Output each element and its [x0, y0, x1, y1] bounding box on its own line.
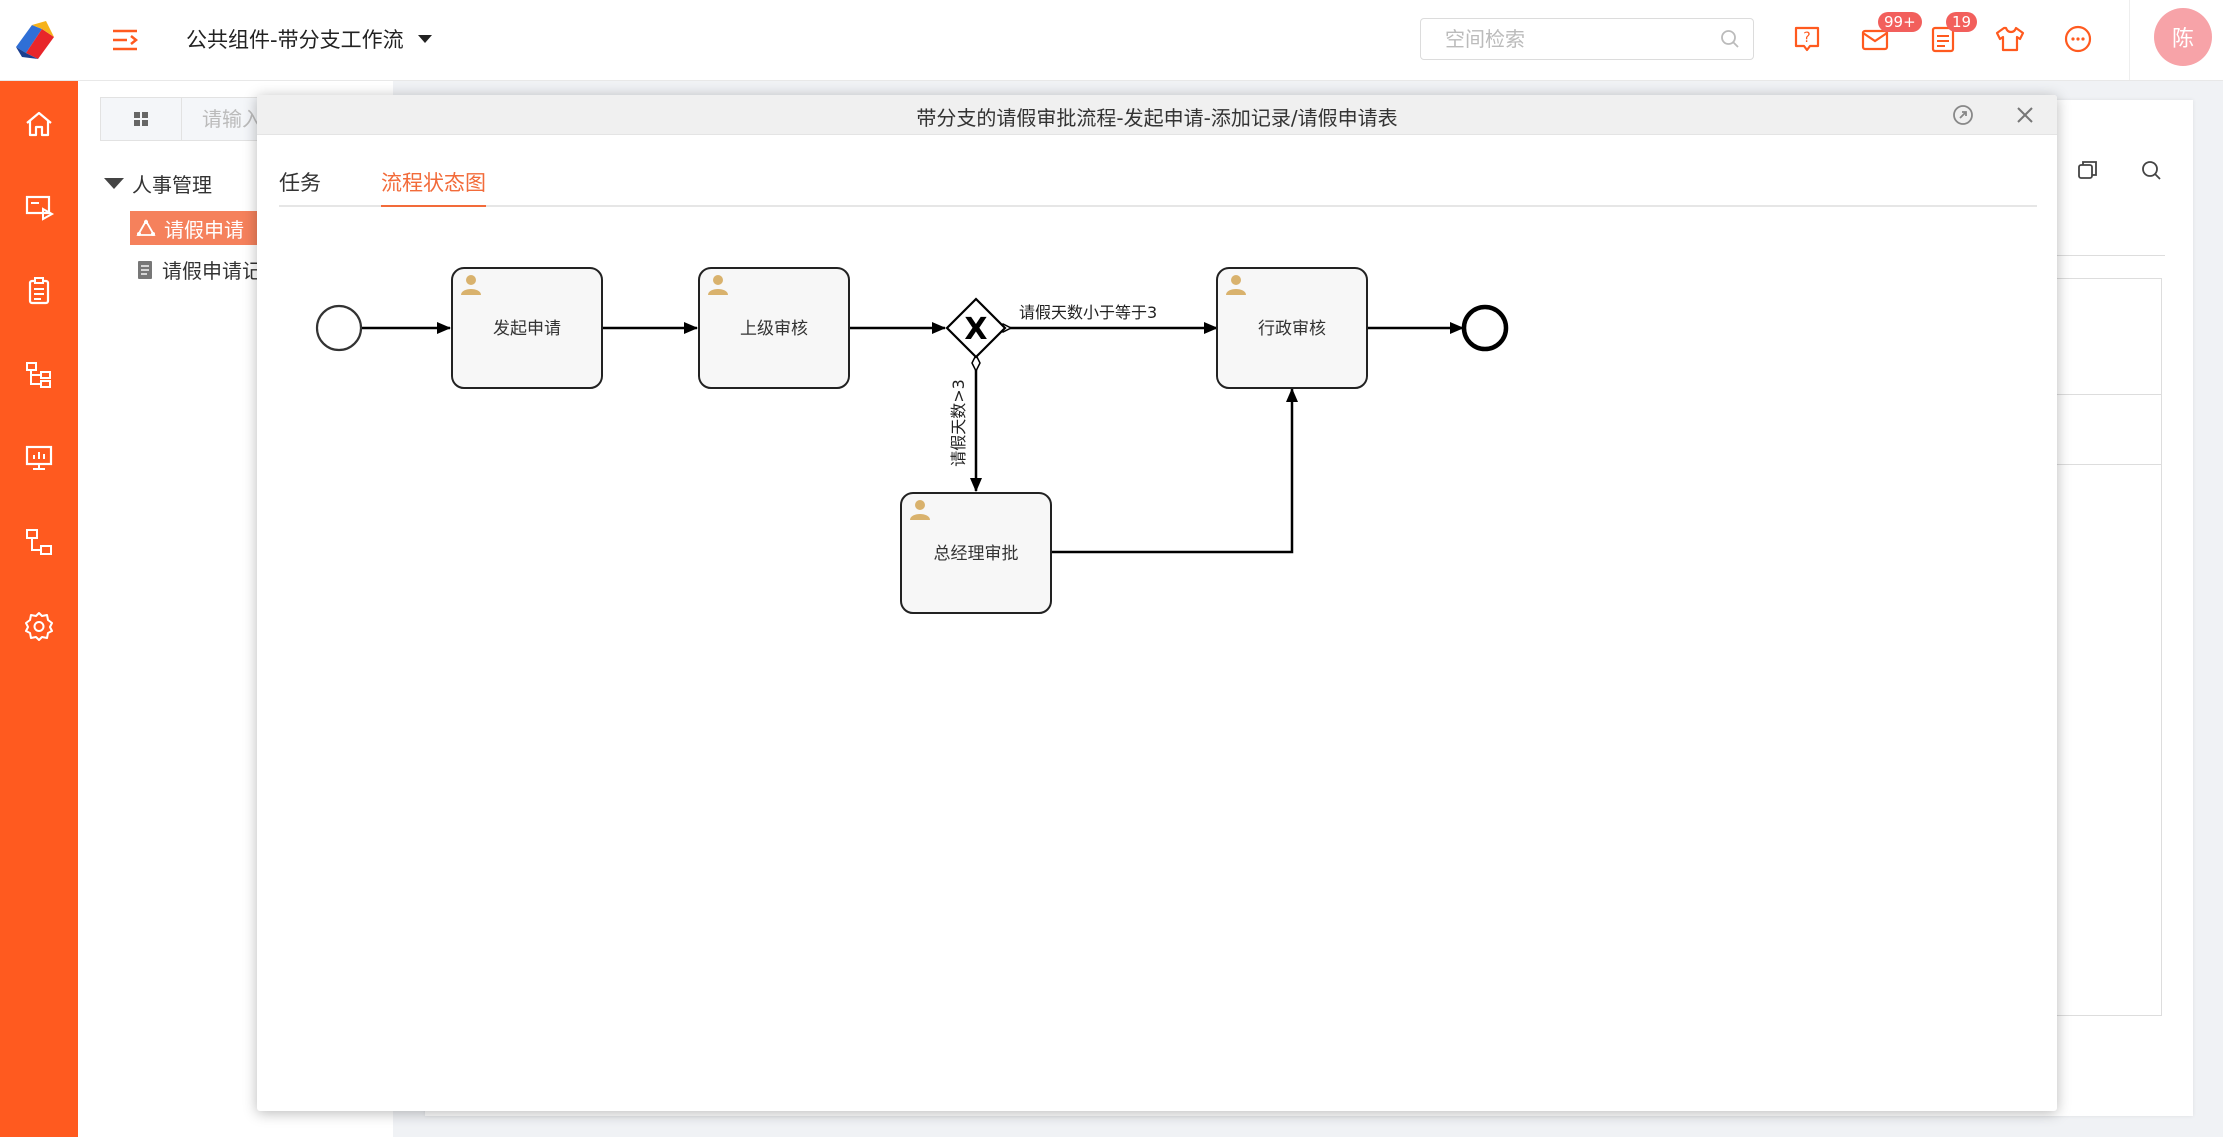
search-icon[interactable]	[1719, 28, 1741, 50]
flow-status-diagram: X 发起申请 上级审核 行政审核 总经理审批 请假天数小于等于3 请假天数>3	[315, 267, 1509, 614]
help-icon[interactable]: ?	[1788, 20, 1826, 58]
modal-tabs: 任务 流程状态图	[279, 163, 2037, 207]
background-table	[1985, 278, 2162, 1016]
space-search-input[interactable]	[1443, 26, 1719, 52]
more-chat-icon[interactable]	[2059, 20, 2097, 58]
nav-home[interactable]	[17, 102, 61, 146]
caret-down-icon	[104, 178, 124, 189]
maximize-icon[interactable]	[1951, 103, 1975, 127]
tasks-badge: 19	[1946, 12, 1978, 32]
start-event[interactable]	[315, 304, 363, 352]
clipboard-icon	[28, 277, 50, 305]
background-divider	[1985, 255, 2165, 256]
nav-monitor[interactable]	[17, 436, 61, 480]
nav-presentation[interactable]	[17, 185, 61, 229]
tasks-button[interactable]: 19	[1924, 12, 1978, 58]
tree-root-hr[interactable]: 人事管理	[104, 169, 212, 198]
tree-search-placeholder: 请输入	[202, 107, 262, 131]
space-search[interactable]	[1420, 18, 1754, 60]
nav-flow[interactable]	[17, 520, 61, 564]
header-divider	[2129, 0, 2130, 80]
app-title: 公共组件-带分支工作流	[186, 28, 404, 52]
task-list-icon	[1931, 26, 1955, 53]
conditional-flow-marker	[971, 353, 981, 373]
close-icon[interactable]	[2013, 103, 2037, 127]
tab-flow-status[interactable]: 流程状态图	[381, 163, 486, 207]
home-icon	[26, 111, 52, 137]
task-start-request[interactable]: 发起申请	[451, 267, 603, 389]
modal-header: 带分支的请假审批流程-发起申请-添加记录/请假申请表	[257, 95, 2057, 135]
task-label: 发起申请	[493, 319, 561, 339]
menu-toggle-icon[interactable]	[107, 22, 143, 58]
mail-icon	[1861, 29, 1889, 51]
gateway-symbol: X	[964, 312, 987, 347]
search-icon[interactable]	[2137, 156, 2167, 186]
background-table-row-line	[1985, 394, 2161, 395]
document-icon	[138, 260, 152, 279]
task-supervisor-review[interactable]: 上级审核	[698, 267, 850, 389]
mail-badge: 99+	[1878, 12, 1922, 32]
task-label: 总经理审批	[934, 544, 1019, 564]
nav-settings[interactable]	[17, 604, 61, 648]
avatar[interactable]: 陈	[2154, 8, 2212, 66]
mail-button[interactable]: 99+	[1856, 12, 1922, 58]
presentation-icon	[25, 195, 55, 221]
end-event[interactable]	[1461, 304, 1509, 352]
nav-rail	[0, 81, 78, 1137]
tab-tasks[interactable]: 任务	[279, 171, 321, 195]
copy-icon[interactable]	[2072, 156, 2102, 186]
tree-item-leave-record[interactable]: 请假申请记	[136, 255, 262, 284]
modal-title: 带分支的请假审批流程-发起申请-添加记录/请假申请表	[916, 106, 1398, 130]
grid-view-button[interactable]	[101, 98, 182, 140]
org-tree-icon	[26, 362, 51, 388]
grid-icon	[134, 112, 148, 126]
background-table-row-line	[1985, 464, 2161, 465]
flow-gm-to-admin	[1051, 388, 1298, 554]
skin-shirt-icon[interactable]	[1991, 20, 2029, 58]
app-title-dropdown[interactable]: 公共组件-带分支工作流	[186, 24, 432, 54]
nav-org-tree[interactable]	[17, 353, 61, 397]
flow-icon	[26, 529, 52, 555]
tree-item-label: 请假申请	[164, 217, 244, 242]
svg-text:?: ?	[1803, 30, 1810, 46]
task-label: 上级审核	[740, 319, 808, 339]
task-gm-approval[interactable]: 总经理审批	[900, 492, 1052, 614]
task-label: 行政审核	[1258, 319, 1326, 339]
tree-item-leave-request[interactable]: 请假申请	[130, 211, 264, 245]
top-bar: 公共组件-带分支工作流 ? 99+ 19	[0, 0, 2223, 81]
exclusive-gateway[interactable]: X	[945, 297, 1007, 359]
task-admin-review[interactable]: 行政审核	[1216, 267, 1368, 389]
caret-down-icon	[417, 35, 432, 43]
settings-icon	[25, 612, 53, 641]
nav-clipboard[interactable]	[17, 269, 61, 313]
flow-label-gt3: 请假天数>3	[949, 379, 968, 467]
workflow-modal: 带分支的请假审批流程-发起申请-添加记录/请假申请表 任务 流程状态图	[257, 95, 2057, 1111]
flow-label-le3: 请假天数小于等于3	[1019, 303, 1157, 322]
tree-item-label: 请假申请记	[162, 259, 262, 283]
app-logo[interactable]	[12, 19, 58, 61]
process-icon	[136, 219, 156, 236]
tree-root-label: 人事管理	[132, 173, 212, 197]
monitor-chart-icon	[25, 445, 53, 470]
